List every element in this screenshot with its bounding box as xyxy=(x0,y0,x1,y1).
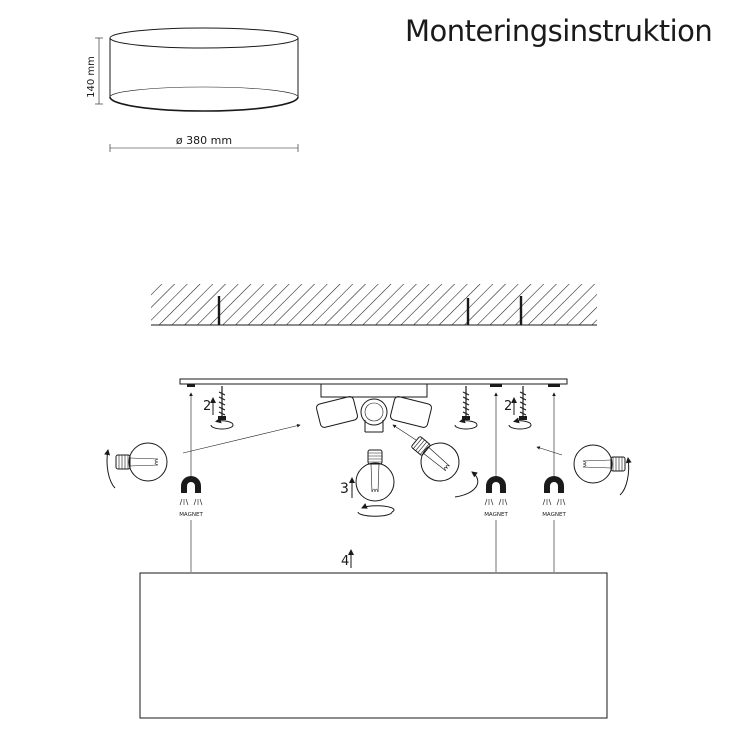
magnet-label: MAGNET xyxy=(484,512,508,518)
screw-step-right: 2 xyxy=(504,385,531,429)
magnet-label: MAGNET xyxy=(542,512,566,518)
shade-step: 4 xyxy=(139,549,608,719)
screw-icon xyxy=(217,385,227,421)
light-bulb-icon xyxy=(402,426,468,490)
magnet-icon xyxy=(484,475,508,506)
mounting-plate xyxy=(179,378,568,398)
screw-step-left: 2 xyxy=(203,385,233,429)
magnet-icon xyxy=(542,475,566,506)
light-bulb-icon xyxy=(355,449,395,502)
step-2-right-label: 2 xyxy=(504,399,512,414)
rotate-arrow-icon xyxy=(211,421,233,429)
magnet-label: MAGNET xyxy=(179,512,203,518)
step-4-label: 4 xyxy=(341,554,349,569)
magnet-left: MAGNET xyxy=(179,392,203,572)
screw-icon xyxy=(461,385,471,421)
socket-cluster xyxy=(316,396,432,433)
bulb-right xyxy=(536,444,632,496)
rotate-arrow-icon xyxy=(454,471,479,498)
rotate-arrow-icon xyxy=(509,421,531,429)
light-bulb-icon xyxy=(573,444,626,484)
step-3-label: 3 xyxy=(340,481,349,497)
height-dimension: 140 mm xyxy=(86,37,103,105)
step-2-left-label: 2 xyxy=(203,399,211,414)
product-dimension-drawing: 140 mm ø 380 mm xyxy=(86,27,299,152)
drum-shade-top xyxy=(109,27,299,49)
rotate-arrow-icon xyxy=(361,503,395,513)
magnet-icon xyxy=(179,475,203,506)
rotate-arrow-icon xyxy=(455,421,477,429)
page-title: Monteringsinstruktion xyxy=(405,14,713,48)
bulb-left xyxy=(104,423,301,489)
ceiling xyxy=(151,284,597,326)
light-bulb-icon xyxy=(115,442,168,482)
diameter-label: ø 380 mm xyxy=(176,134,232,147)
diameter-dimension: ø 380 mm xyxy=(109,134,299,152)
screw-step-middle xyxy=(455,385,477,429)
rotate-arrow-icon xyxy=(619,457,632,496)
bulb-center: 3 xyxy=(340,449,395,517)
bulb-right-center xyxy=(392,424,479,498)
drum-shade xyxy=(139,572,608,719)
magnet-right: MAGNET xyxy=(542,392,566,572)
drum-shade-bottom xyxy=(109,96,299,112)
screw-icon xyxy=(518,385,528,421)
magnet-middle: MAGNET xyxy=(484,392,508,572)
height-label: 140 mm xyxy=(86,56,97,98)
rotate-arrow-icon xyxy=(104,449,116,489)
